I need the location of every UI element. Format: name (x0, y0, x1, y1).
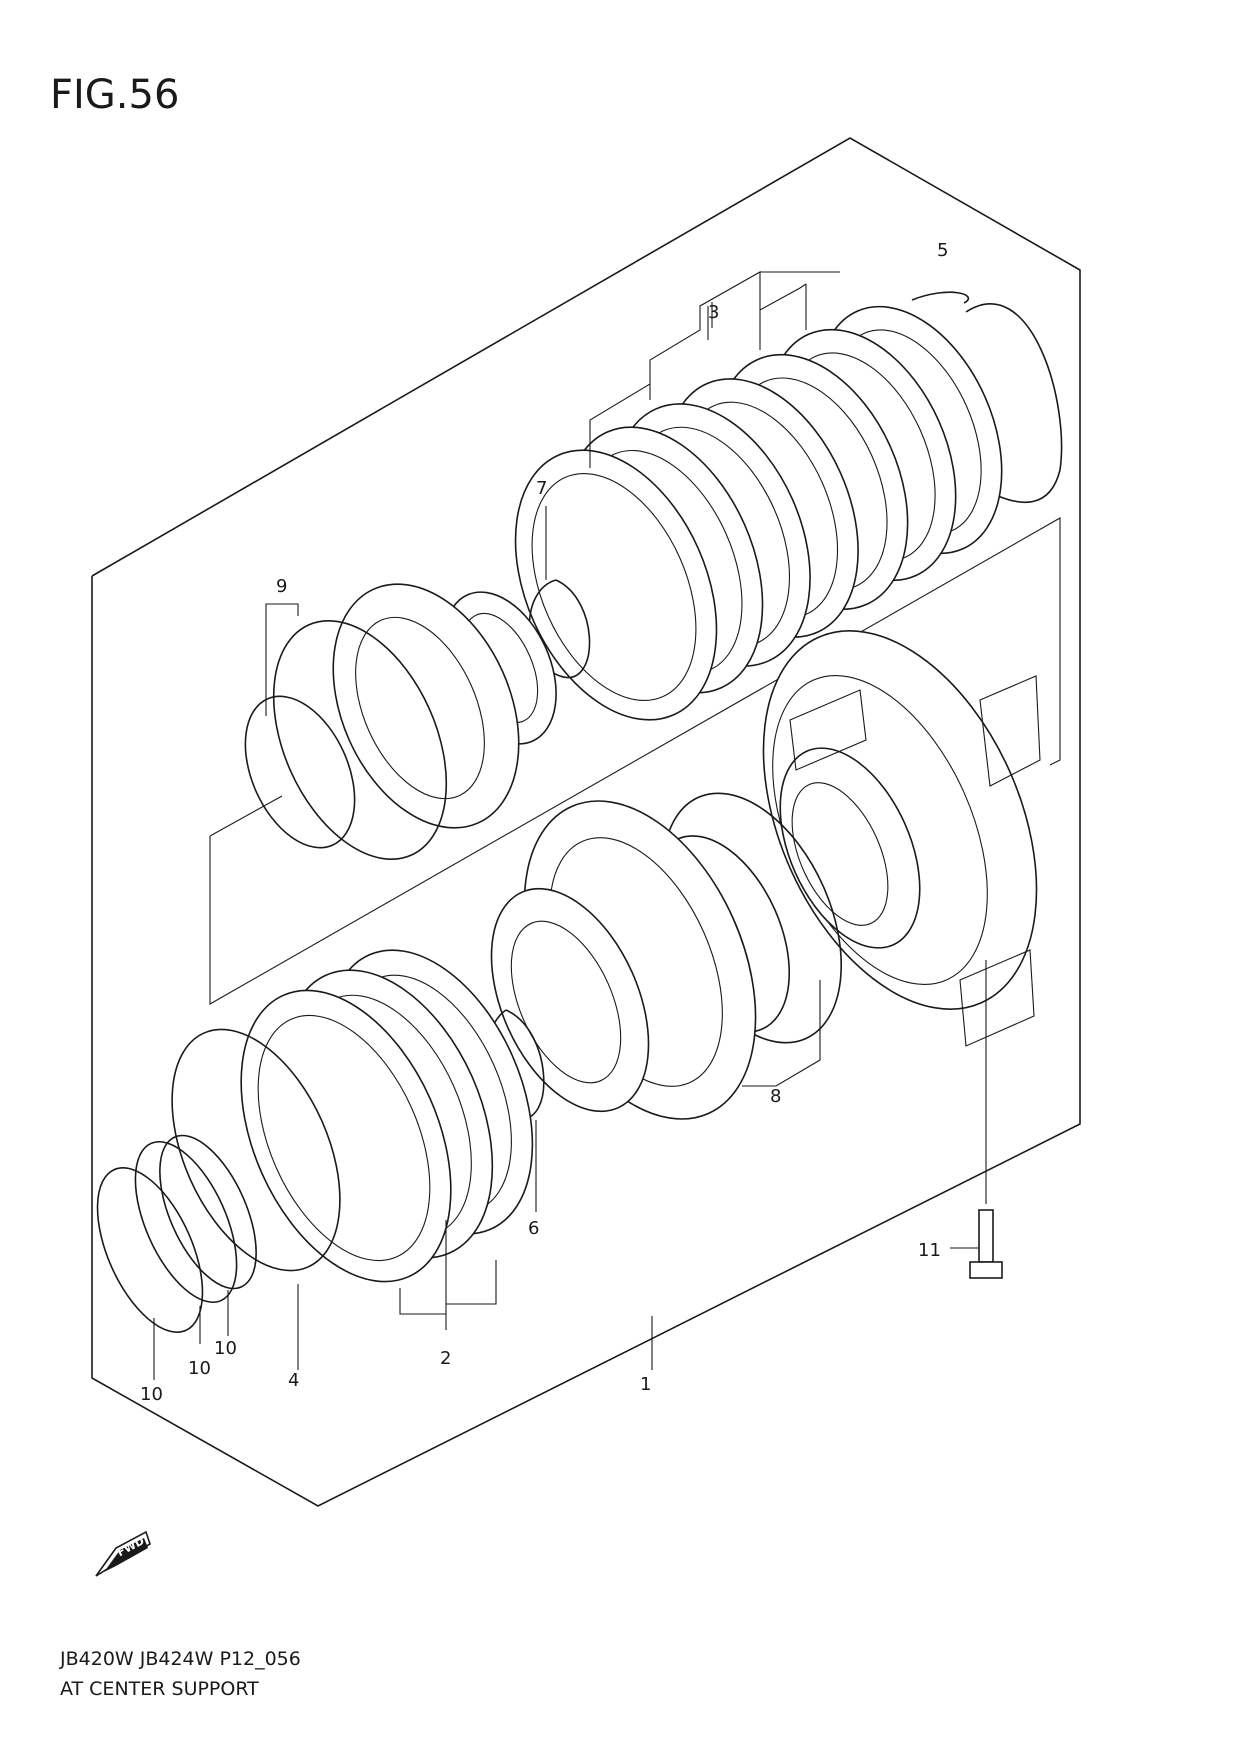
seal-rings-part-10[interactable] (76, 1122, 276, 1380)
snap-ring-part-5[interactable] (911, 291, 1063, 504)
callout-2: 2 (440, 1348, 451, 1369)
callout-1: 1 (640, 1374, 651, 1395)
page-caption: AT CENTER SUPPORT (60, 1678, 259, 1700)
callout-4: 4 (288, 1370, 299, 1391)
callout-11: 11 (918, 1240, 941, 1261)
center-support-drum-part-1[interactable] (709, 588, 1091, 1051)
callout-7: 7 (536, 478, 547, 499)
snap-ring-part-4[interactable] (138, 1004, 374, 1370)
bolt-part-11[interactable] (950, 960, 1003, 1279)
clutch-plate-stack-part-3[interactable] (476, 271, 1038, 751)
snap-ring-part-7[interactable] (528, 506, 591, 679)
clutch-plate-stack-part-2[interactable] (199, 918, 573, 1330)
piston-seal-ring-part-9[interactable] (224, 594, 481, 886)
return-spring-assembly[interactable] (297, 555, 578, 857)
callout-6: 6 (528, 1218, 539, 1239)
callout-10-c: 10 (214, 1338, 237, 1359)
figure-title: FIG.56 (50, 72, 180, 118)
callout-3: 3 (708, 302, 719, 323)
callout-5: 5 (937, 240, 948, 261)
center-piston-assembly[interactable] (460, 765, 802, 1155)
callout-10-b: 10 (188, 1358, 211, 1379)
fwd-direction-badge: FWD (95, 1530, 151, 1577)
assembly-frame (91, 137, 1081, 1507)
model-code: JB420W JB424W P12_056 (60, 1648, 301, 1670)
callout-10-a: 10 (140, 1384, 163, 1405)
callout-8: 8 (770, 1086, 781, 1107)
sub-assembly-bracket (209, 517, 1061, 1005)
callout-labels: 1 2 3 4 5 6 7 8 9 10 10 10 11 (140, 240, 948, 1405)
callout-9: 9 (276, 576, 287, 597)
